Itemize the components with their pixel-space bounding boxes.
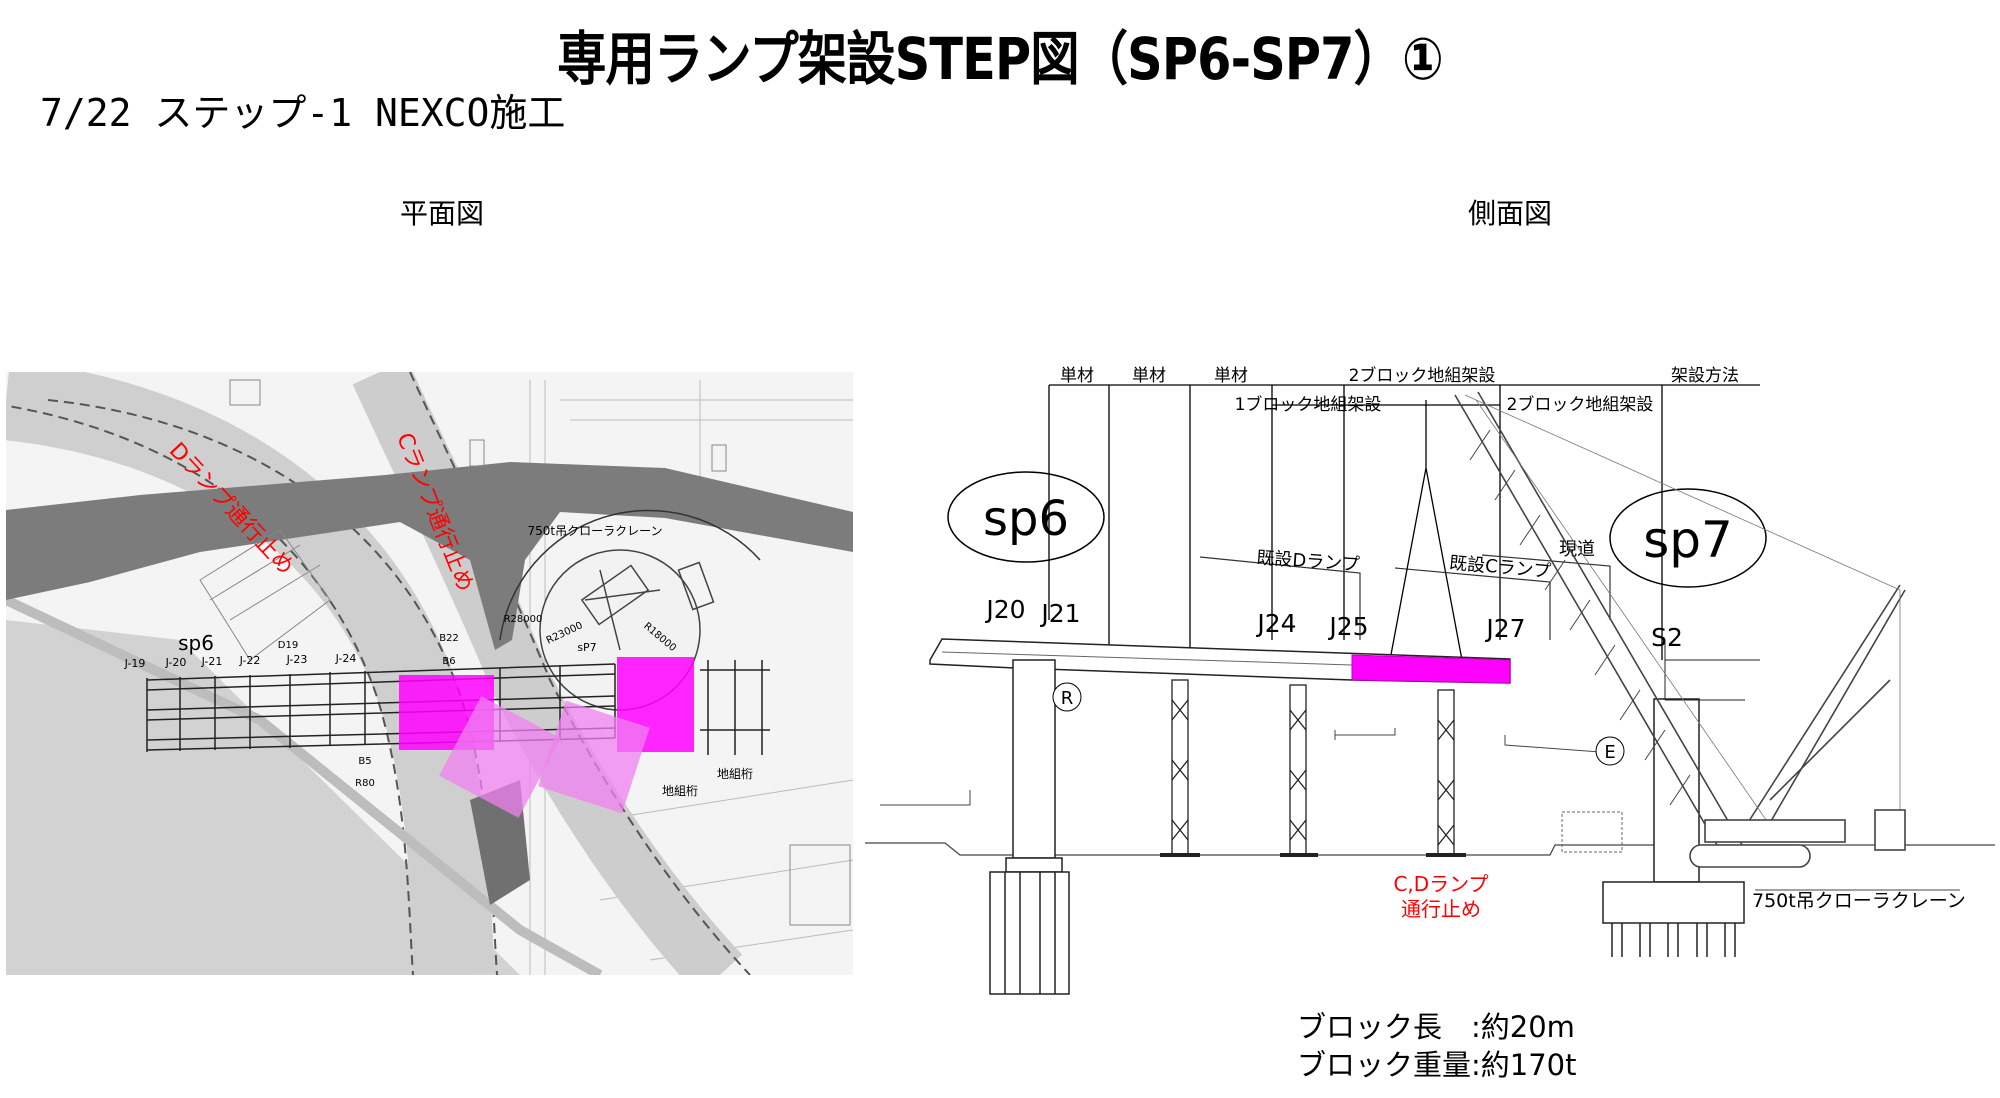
sp6-label: sp6 xyxy=(983,491,1069,547)
assembled-block-2 xyxy=(538,700,650,814)
crawler-crane xyxy=(1454,391,1906,868)
dim-label: 単材 xyxy=(1214,366,1248,386)
dim-label: 架設方法 xyxy=(1671,366,1739,386)
dim-label: 単材 xyxy=(1060,366,1094,386)
marker-e-circle xyxy=(1595,736,1625,766)
side-view-caption: 側面図 xyxy=(1468,197,1553,230)
marker-label: R80 xyxy=(355,778,375,789)
current-road-label: 現道 xyxy=(1559,539,1595,560)
assembled-block-1 xyxy=(439,696,561,818)
marker-label: B5 xyxy=(358,756,371,767)
marker-r-circle xyxy=(1052,682,1082,712)
closure-label-line1: C,Dランプ xyxy=(1393,872,1488,896)
dark-structure-band xyxy=(6,462,853,650)
joint-label: J24 xyxy=(1255,609,1296,638)
sp7-label: sp7 xyxy=(1643,511,1733,569)
block-length: ブロック長 :約20m xyxy=(1297,1010,1575,1044)
page-title: 専用ランプ架設STEP図（SP6-SP7）① xyxy=(557,25,1444,93)
plan-sp7-label: sP7 xyxy=(577,641,596,654)
sp6-bubble xyxy=(947,471,1105,563)
pier-sp7 xyxy=(1602,640,1760,957)
misc-equipment xyxy=(199,379,851,926)
plan-view-caption: 平面図 xyxy=(400,197,485,230)
joint-label: J-20 xyxy=(165,656,187,669)
ground-girder-label: 地組桁 xyxy=(662,784,698,798)
joint-labels: J20 J21 J24 J25 J27 S2 xyxy=(984,595,1682,652)
joint-label: J-23 xyxy=(286,653,308,666)
sp7-bubble xyxy=(1609,488,1767,588)
dim-label: 単材 xyxy=(1132,366,1166,386)
lifting-sling xyxy=(1389,400,1463,661)
existing-c-ramp-label: 既設Cランプ xyxy=(1448,553,1551,583)
ground-line xyxy=(865,842,1995,856)
marker-label: D19 xyxy=(278,640,298,651)
marker-e-label: E xyxy=(1604,742,1615,763)
joint-label: J-19 xyxy=(124,657,146,670)
lifted-block xyxy=(1351,654,1511,684)
marker-label: B22 xyxy=(439,633,459,644)
plan-sp6-label: sp6 xyxy=(178,631,214,655)
joint-label: J-22 xyxy=(239,654,261,667)
joint-label: J21 xyxy=(1039,599,1080,628)
joint-label: J27 xyxy=(1484,614,1525,643)
dim-label: 1ブロック地組架設 xyxy=(1235,394,1382,415)
dimension-labels: 単材 単材 単材 2ブロック地組架設 架設方法 1ブロック地組架設 2ブロック地… xyxy=(1060,365,1739,415)
pier-sp6 xyxy=(989,659,1070,995)
joint-label: J-24 xyxy=(335,652,357,665)
temporary-bents xyxy=(1160,679,1466,857)
joint-label: J-21 xyxy=(201,655,223,668)
lower-road-area xyxy=(6,620,520,975)
joint-label: J25 xyxy=(1327,612,1368,641)
dim-label: 2ブロック地組架設 xyxy=(1507,394,1654,415)
plan-joint-labels: J-19 J-20 J-21 J-22 J-23 J-24 xyxy=(124,652,357,670)
joint-label: J20 xyxy=(984,595,1025,624)
crane-label: 750t吊クローラクレーン xyxy=(1752,890,1966,912)
closure-label-line2: 通行止め xyxy=(1401,897,1481,921)
marker-r-label: R xyxy=(1061,688,1074,709)
block-weight: ブロック重量:約170t xyxy=(1297,1048,1577,1082)
c-ramp-road xyxy=(352,372,742,975)
crane-plan-outline xyxy=(580,561,715,651)
radius-label: R28000 xyxy=(504,614,543,625)
step-subtitle: 7/22 ステップ-1 NEXCO施工 xyxy=(40,91,566,135)
ground-girder-label: 地組桁 xyxy=(717,767,753,781)
plan-crane-label: 750t吊クローラクレーン xyxy=(527,524,662,538)
joint-label: S2 xyxy=(1651,623,1683,652)
marker-label: B6 xyxy=(442,656,455,667)
dim-label: 2ブロック地組架設 xyxy=(1349,365,1496,386)
block-info: ブロック長 :約20m ブロック重量:約170t xyxy=(1297,1008,1577,1084)
girder-framework xyxy=(146,660,770,755)
dimension-lines xyxy=(1048,384,1760,660)
